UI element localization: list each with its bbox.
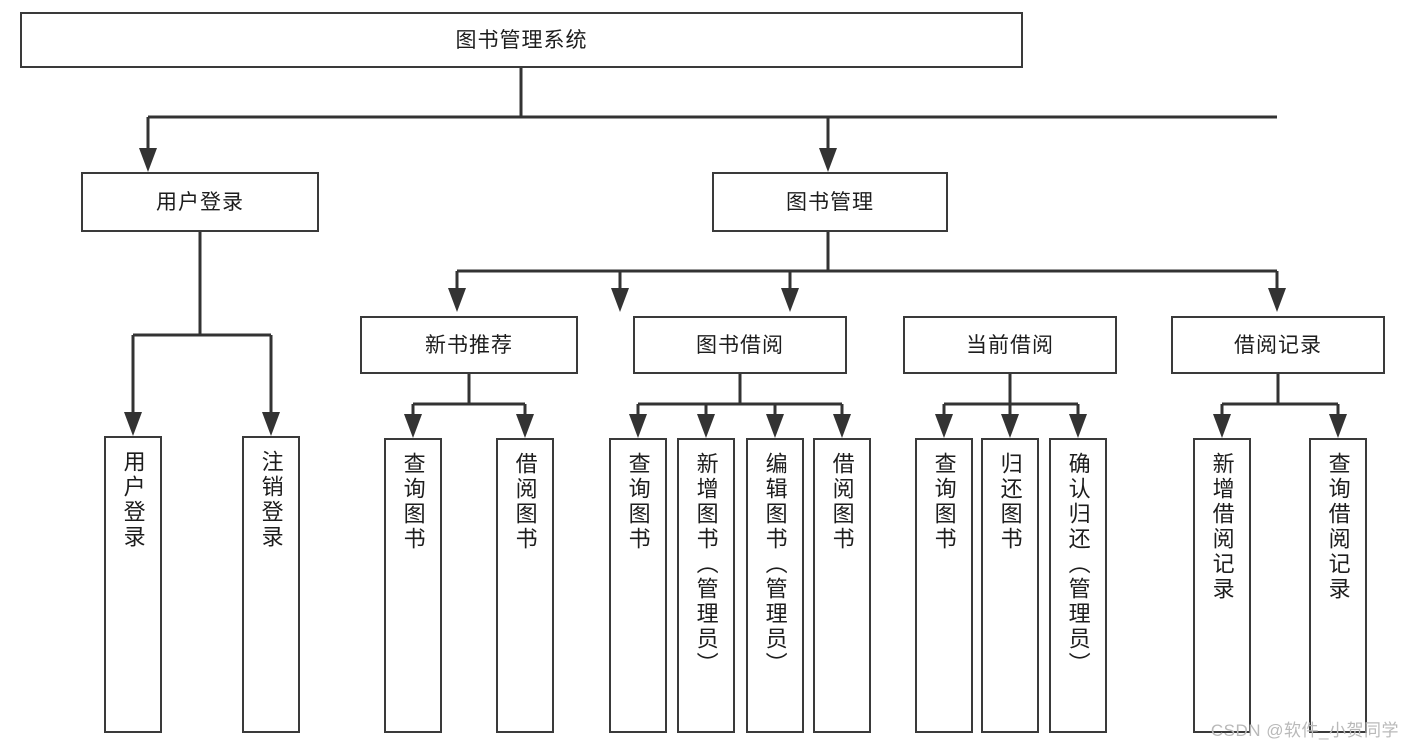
leaf-borrow-add-book-admin[interactable]: 新增图书（管理员）	[677, 438, 735, 733]
node-label: 当前借阅	[966, 333, 1054, 357]
node-root-library-system[interactable]: 图书管理系统	[20, 12, 1023, 68]
leaf-user-login-signin[interactable]: 用户登录	[104, 436, 162, 733]
node-label: 归还图书	[997, 452, 1023, 552]
node-label: 查询图书	[625, 452, 651, 552]
node-borrow-record[interactable]: 借阅记录	[1171, 316, 1385, 374]
node-label: 新增图书（管理员）	[693, 452, 719, 677]
leaf-current-confirm-return-admin[interactable]: 确认归还（管理员）	[1049, 438, 1107, 733]
leaf-current-return-book[interactable]: 归还图书	[981, 438, 1039, 733]
node-current-borrow[interactable]: 当前借阅	[903, 316, 1117, 374]
node-label: 编辑图书（管理员）	[762, 452, 788, 677]
leaf-borrow-borrow-book[interactable]: 借阅图书	[813, 438, 871, 733]
leaf-current-query-book[interactable]: 查询图书	[915, 438, 973, 733]
node-label: 查询借阅记录	[1325, 452, 1351, 602]
node-book-borrow[interactable]: 图书借阅	[633, 316, 847, 374]
leaf-recommend-borrow-book[interactable]: 借阅图书	[496, 438, 554, 733]
node-label: 查询图书	[400, 452, 426, 552]
leaf-user-login-signout[interactable]: 注销登录	[242, 436, 300, 733]
node-label: 借阅记录	[1234, 333, 1322, 357]
node-label: 借阅图书	[829, 452, 855, 552]
node-label: 借阅图书	[512, 452, 538, 552]
leaf-borrow-edit-book-admin[interactable]: 编辑图书（管理员）	[746, 438, 804, 733]
leaf-record-query-record[interactable]: 查询借阅记录	[1309, 438, 1367, 733]
node-label: 注销登录	[258, 450, 284, 550]
node-label: 确认归还（管理员）	[1065, 452, 1091, 677]
leaf-record-add-record[interactable]: 新增借阅记录	[1193, 438, 1251, 733]
node-label: 新书推荐	[425, 333, 513, 357]
node-label: 用户登录	[156, 190, 244, 214]
leaf-recommend-query-book[interactable]: 查询图书	[384, 438, 442, 733]
node-label: 图书借阅	[696, 333, 784, 357]
node-label: 用户登录	[120, 450, 146, 550]
node-label: 图书管理系统	[455, 28, 588, 52]
node-label: 查询图书	[931, 452, 957, 552]
node-label: 图书管理	[786, 190, 874, 214]
node-user-login[interactable]: 用户登录	[81, 172, 319, 232]
node-book-management[interactable]: 图书管理	[712, 172, 948, 232]
node-new-book-recommend[interactable]: 新书推荐	[360, 316, 578, 374]
leaf-borrow-query-book[interactable]: 查询图书	[609, 438, 667, 733]
node-label: 新增借阅记录	[1209, 452, 1235, 602]
